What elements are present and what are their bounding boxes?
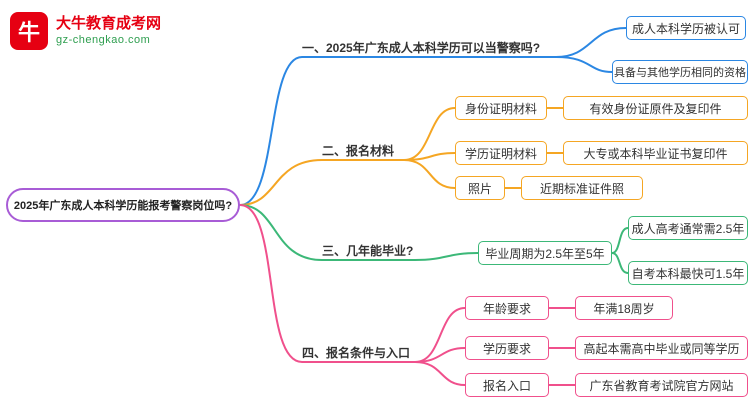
- bull-logo-icon: 牛: [10, 12, 48, 50]
- logo-text: 大牛教育成考网 gz-chengkao.com: [56, 14, 161, 48]
- mindmap-node: 有效身份证原件及复印件: [563, 96, 748, 120]
- logo: 牛 大牛教育成考网 gz-chengkao.com: [10, 12, 161, 50]
- mindmap-node: 毕业周期为2.5年至5年: [478, 241, 612, 265]
- mindmap-node: 学历要求: [465, 336, 549, 360]
- branch-label-4: 四、报名条件与入口: [302, 346, 411, 360]
- mindmap-node: 大专或本科毕业证书复印件: [563, 141, 748, 165]
- mindmap-node: 身份证明材料: [455, 96, 547, 120]
- mindmap-node: 成人本科学历被认可: [626, 16, 746, 40]
- branch-label-2: 二、报名材料: [322, 144, 395, 158]
- mindmap-node: 具备与其他学历相同的资格: [612, 60, 748, 84]
- root-topic: 2025年广东成人本科学历能报考警察岗位吗?: [6, 188, 240, 222]
- logo-site-name: 大牛教育成考网: [56, 15, 162, 32]
- mindmap-node: 广东省教育考试院官方网站: [575, 373, 748, 397]
- branch-label-1: 一、2025年广东成人本科学历可以当警察吗?: [302, 41, 541, 55]
- mindmap-node: 年龄要求: [465, 296, 549, 320]
- mindmap-node: 报名入口: [465, 373, 549, 397]
- branch-label-3: 三、几年能毕业?: [322, 244, 414, 258]
- mindmap-node: 照片: [455, 176, 505, 200]
- mindmap-node: 高起本需高中毕业或同等学历: [575, 336, 748, 360]
- logo-site-url: gz-chengkao.com: [56, 34, 151, 46]
- mindmap-node: 自考本科最快可1.5年: [628, 261, 748, 285]
- mindmap-node: 年满18周岁: [575, 296, 673, 320]
- mindmap-node: 近期标准证件照: [521, 176, 643, 200]
- mindmap-node: 学历证明材料: [455, 141, 547, 165]
- mindmap-node: 成人高考通常需2.5年: [628, 216, 748, 240]
